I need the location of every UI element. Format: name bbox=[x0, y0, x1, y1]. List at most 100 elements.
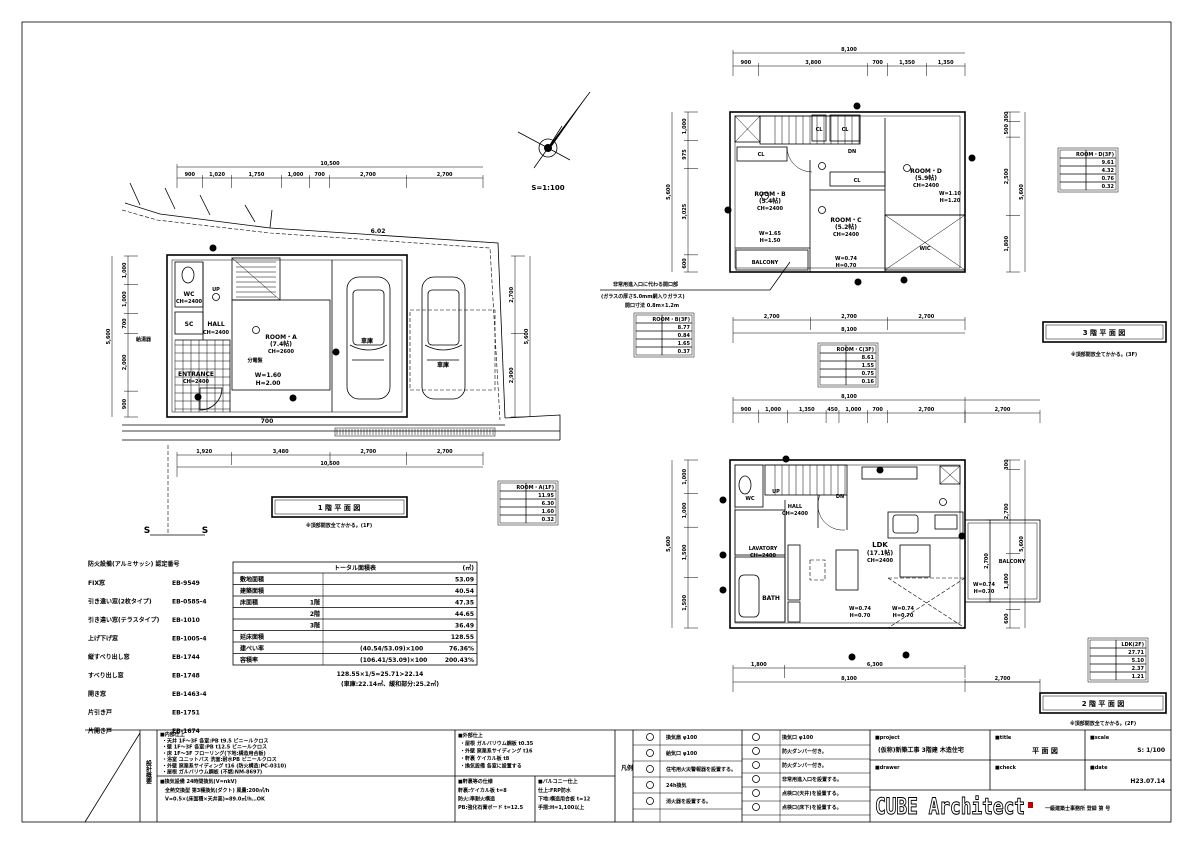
smoke-detector-icon bbox=[252, 326, 260, 334]
vent-icon bbox=[958, 532, 966, 540]
plan-1f: ROOM・A (7.4帖) CH=2600 HALL CH=2400 WC CH… bbox=[106, 161, 561, 536]
table-value: 9.61 bbox=[1102, 160, 1115, 166]
hall-ceiling: CH=2400 bbox=[782, 511, 808, 517]
area-row-formula: (106.41/53.09)×100 bbox=[360, 657, 427, 664]
x-box-2-icon bbox=[752, 803, 760, 811]
area-row-value: 36.49 bbox=[455, 623, 474, 630]
stairs-dn-label: DN bbox=[836, 494, 844, 500]
note-line: 手摺:H=1,100以上 bbox=[538, 804, 584, 811]
dimension-total: 5,600 bbox=[666, 184, 672, 200]
outlet-icon bbox=[646, 781, 654, 789]
table-label: 床面積 bbox=[502, 492, 518, 499]
table-label: 床面積 bbox=[1092, 649, 1108, 656]
plan-note-1f: ※頂部開放全てかかる。(1F) bbox=[306, 522, 372, 529]
dimension-label: 2,700 bbox=[509, 286, 515, 302]
vent-icon bbox=[719, 496, 727, 504]
table-label: 採光 bbox=[501, 500, 512, 507]
balcony-heading: ■バルコニー仕上 bbox=[538, 778, 578, 785]
fire-door-cert: EB-1463-4 bbox=[172, 691, 207, 698]
dimension-label: 1,000 bbox=[682, 468, 688, 484]
dimension-total: 10,500 bbox=[320, 461, 340, 467]
legend-text: 点検口(床下)を設置する。 bbox=[782, 804, 842, 811]
dimension-label: 2,700 bbox=[995, 407, 1011, 413]
dimension-label: 1,350 bbox=[938, 60, 954, 66]
fire-door-cert: EB-9549 bbox=[172, 580, 200, 587]
dimension-total: 5,600 bbox=[106, 328, 112, 344]
closet-label: CL bbox=[842, 127, 850, 133]
dimension-label: 600 bbox=[1004, 613, 1010, 624]
car-2-icon bbox=[421, 276, 466, 400]
note-line: ・換気設備 各室に設置する bbox=[460, 763, 522, 770]
table-border bbox=[497, 480, 559, 526]
panel-label: 分電盤 bbox=[247, 357, 263, 364]
smoke-detector-icon bbox=[761, 192, 769, 200]
table-border bbox=[817, 342, 879, 388]
vent-icon bbox=[719, 551, 727, 559]
dimension-label: 900 bbox=[122, 398, 128, 409]
section-mark-left: S bbox=[144, 526, 150, 536]
dimension-label: 2,700 bbox=[360, 449, 376, 455]
note-line: PB:強化石膏ボード t=12.5 bbox=[458, 804, 524, 811]
dimension-label: 1,800 bbox=[751, 662, 767, 668]
x-box-1-icon bbox=[752, 789, 760, 797]
note-line: V=0.5×(床面積×天井高)=89.0㎥/h…OK bbox=[165, 796, 266, 803]
project-name: (仮称)新築工事 3階建 木造住宅 bbox=[878, 746, 964, 754]
vent-icon bbox=[968, 154, 976, 162]
table-border bbox=[633, 312, 695, 358]
vent-icon bbox=[332, 348, 340, 356]
area-row-value: 47.35 bbox=[455, 600, 474, 607]
window-w: W=0.74 bbox=[892, 606, 915, 612]
dimension-label: 2,700 bbox=[841, 314, 857, 320]
fire-door-type: 引き違い窓(テラスタイプ) bbox=[88, 616, 160, 624]
table-value: 0.32 bbox=[542, 517, 555, 523]
dimension-label: 900 bbox=[741, 60, 752, 66]
dimension-label: 1,800 bbox=[1004, 235, 1010, 251]
fire-door-type: 開き窓 bbox=[88, 690, 106, 698]
plan-title-box-2f bbox=[1039, 692, 1167, 714]
ldk-ceiling: CH=2400 bbox=[867, 558, 893, 564]
vent-icon bbox=[902, 651, 910, 659]
table-border bbox=[1057, 147, 1119, 193]
logo-text: CUBE Architect bbox=[875, 795, 1025, 820]
vent-icon bbox=[209, 244, 217, 252]
table-label: 居室名 bbox=[822, 346, 837, 353]
area-row-value: 128.55 bbox=[451, 634, 474, 641]
dimension-label: 2,700 bbox=[984, 553, 990, 569]
plan-3f: ROOM・B (5.4帖) CH=2400 ROOM・C (5.2帖) CH=2… bbox=[600, 47, 1167, 388]
table-value: 2.37 bbox=[1132, 666, 1145, 672]
window-h: H=0.70 bbox=[836, 263, 857, 269]
eave-heading: ■軒裏等の仕様 bbox=[458, 778, 494, 785]
window-w: W=0.74 bbox=[849, 606, 872, 612]
title-block: 設計概要 ■内部仕上 ■換気設備 24時間換気(V=nkV) ・天井 1F～3F… bbox=[84, 729, 1171, 823]
area-row-label: 敷地面積 bbox=[240, 576, 265, 584]
lavatory-name: LAVATORY bbox=[749, 546, 778, 552]
table-label: 居室名 bbox=[1062, 151, 1077, 158]
fire-door-cert: EB-0585-4 bbox=[172, 599, 207, 606]
dimension-label: 1,800 bbox=[1004, 573, 1010, 589]
fire-door-type: 片開き戸 bbox=[88, 727, 112, 735]
note-line: ・屋根 ガルバリウム鋼板 t0.35 bbox=[460, 740, 534, 747]
table-label: 居室名 bbox=[502, 484, 517, 491]
sheet-border bbox=[21, 21, 1172, 823]
dimension-label: 2,700 bbox=[764, 314, 780, 320]
dimension-label: 700 bbox=[122, 318, 128, 329]
vent-icon bbox=[853, 102, 861, 110]
balcony-label: BALCONY bbox=[999, 559, 1026, 565]
table-value: 4.32 bbox=[1102, 168, 1115, 174]
fire-door-heading: 防火設備(アルミサッシ) 認定番号 bbox=[88, 560, 180, 568]
dimension-label: 900 bbox=[741, 407, 752, 413]
note-line: 防火:準耐火構造 bbox=[458, 796, 496, 803]
dimension-label: 300 bbox=[1004, 111, 1010, 122]
table-label: 換気 bbox=[502, 508, 512, 515]
smoke-detector-icon bbox=[818, 206, 826, 214]
table-value: ROOM・A(1F) bbox=[516, 485, 554, 491]
table-value: 8.77 bbox=[678, 325, 691, 331]
table-border bbox=[1087, 637, 1149, 683]
room-b-name: ROOM・B bbox=[754, 191, 786, 198]
